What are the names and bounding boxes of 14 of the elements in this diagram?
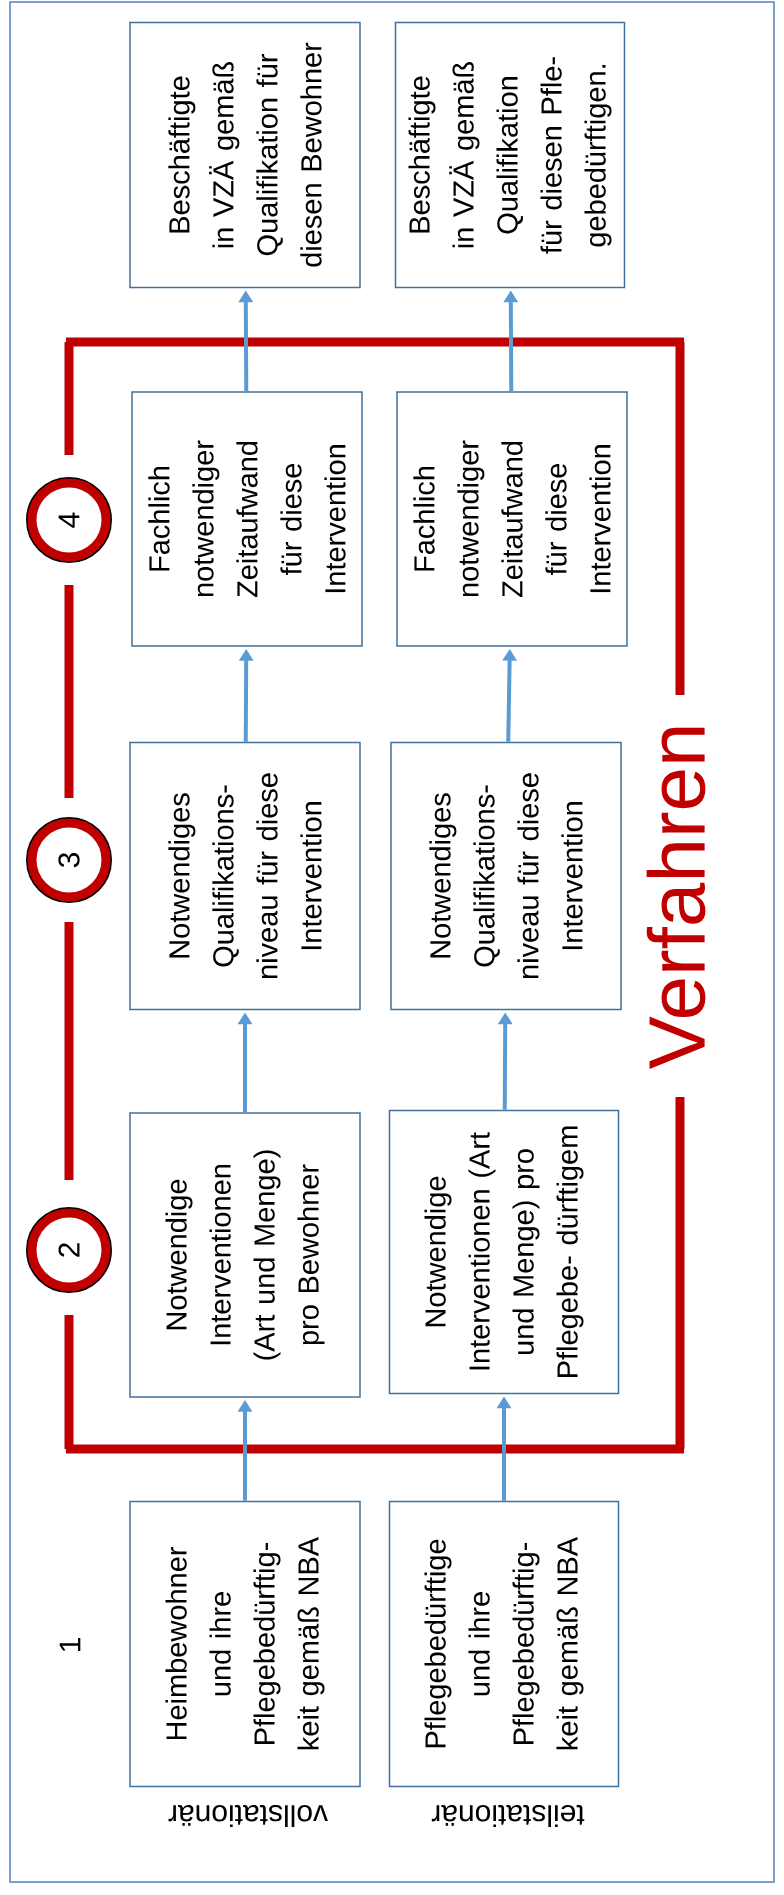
text-box: Fachlich notwendiger Zeitaufwand für diese Intervention xyxy=(396,391,628,647)
row-label: teilstationär xyxy=(431,1804,585,1827)
text-box: Notwendiges Qualifikations- niveau für diese Intervention xyxy=(129,741,361,1011)
text-box: Beschäftigte in VZÄ gemäß Qualifikation für diesen Bewohner xyxy=(129,21,361,289)
text-box: Notwendige Interventionen (Art und Menge) pro Pflegebe- dürftigem xyxy=(388,1109,620,1395)
text-box: Heimbewohner und ihre Pflegebedürftig- keit gemäß NBA xyxy=(129,1500,361,1788)
bracket-label: Verfahren xyxy=(646,727,706,1070)
text-box: Notwendige Interventionen (Art und Menge) pro Bewohner xyxy=(129,1112,361,1398)
text-box: Fachlich notwendiger Zeitaufwand für diese Intervention xyxy=(131,391,363,647)
step-number: 1 xyxy=(59,1638,81,1652)
text-box: Notwendiges Qualifikations- niveau für diese Intervention xyxy=(390,741,622,1011)
text-box: Pflegebedürftige und ihre Pflegebedürftig- keit gemäß NBA xyxy=(388,1500,620,1788)
text-box: Beschäftigte in VZÄ gemäß Qualifikation für diesen Pfle- gebedürftigen. xyxy=(394,21,626,289)
row-label: vollstationär xyxy=(168,1804,328,1827)
